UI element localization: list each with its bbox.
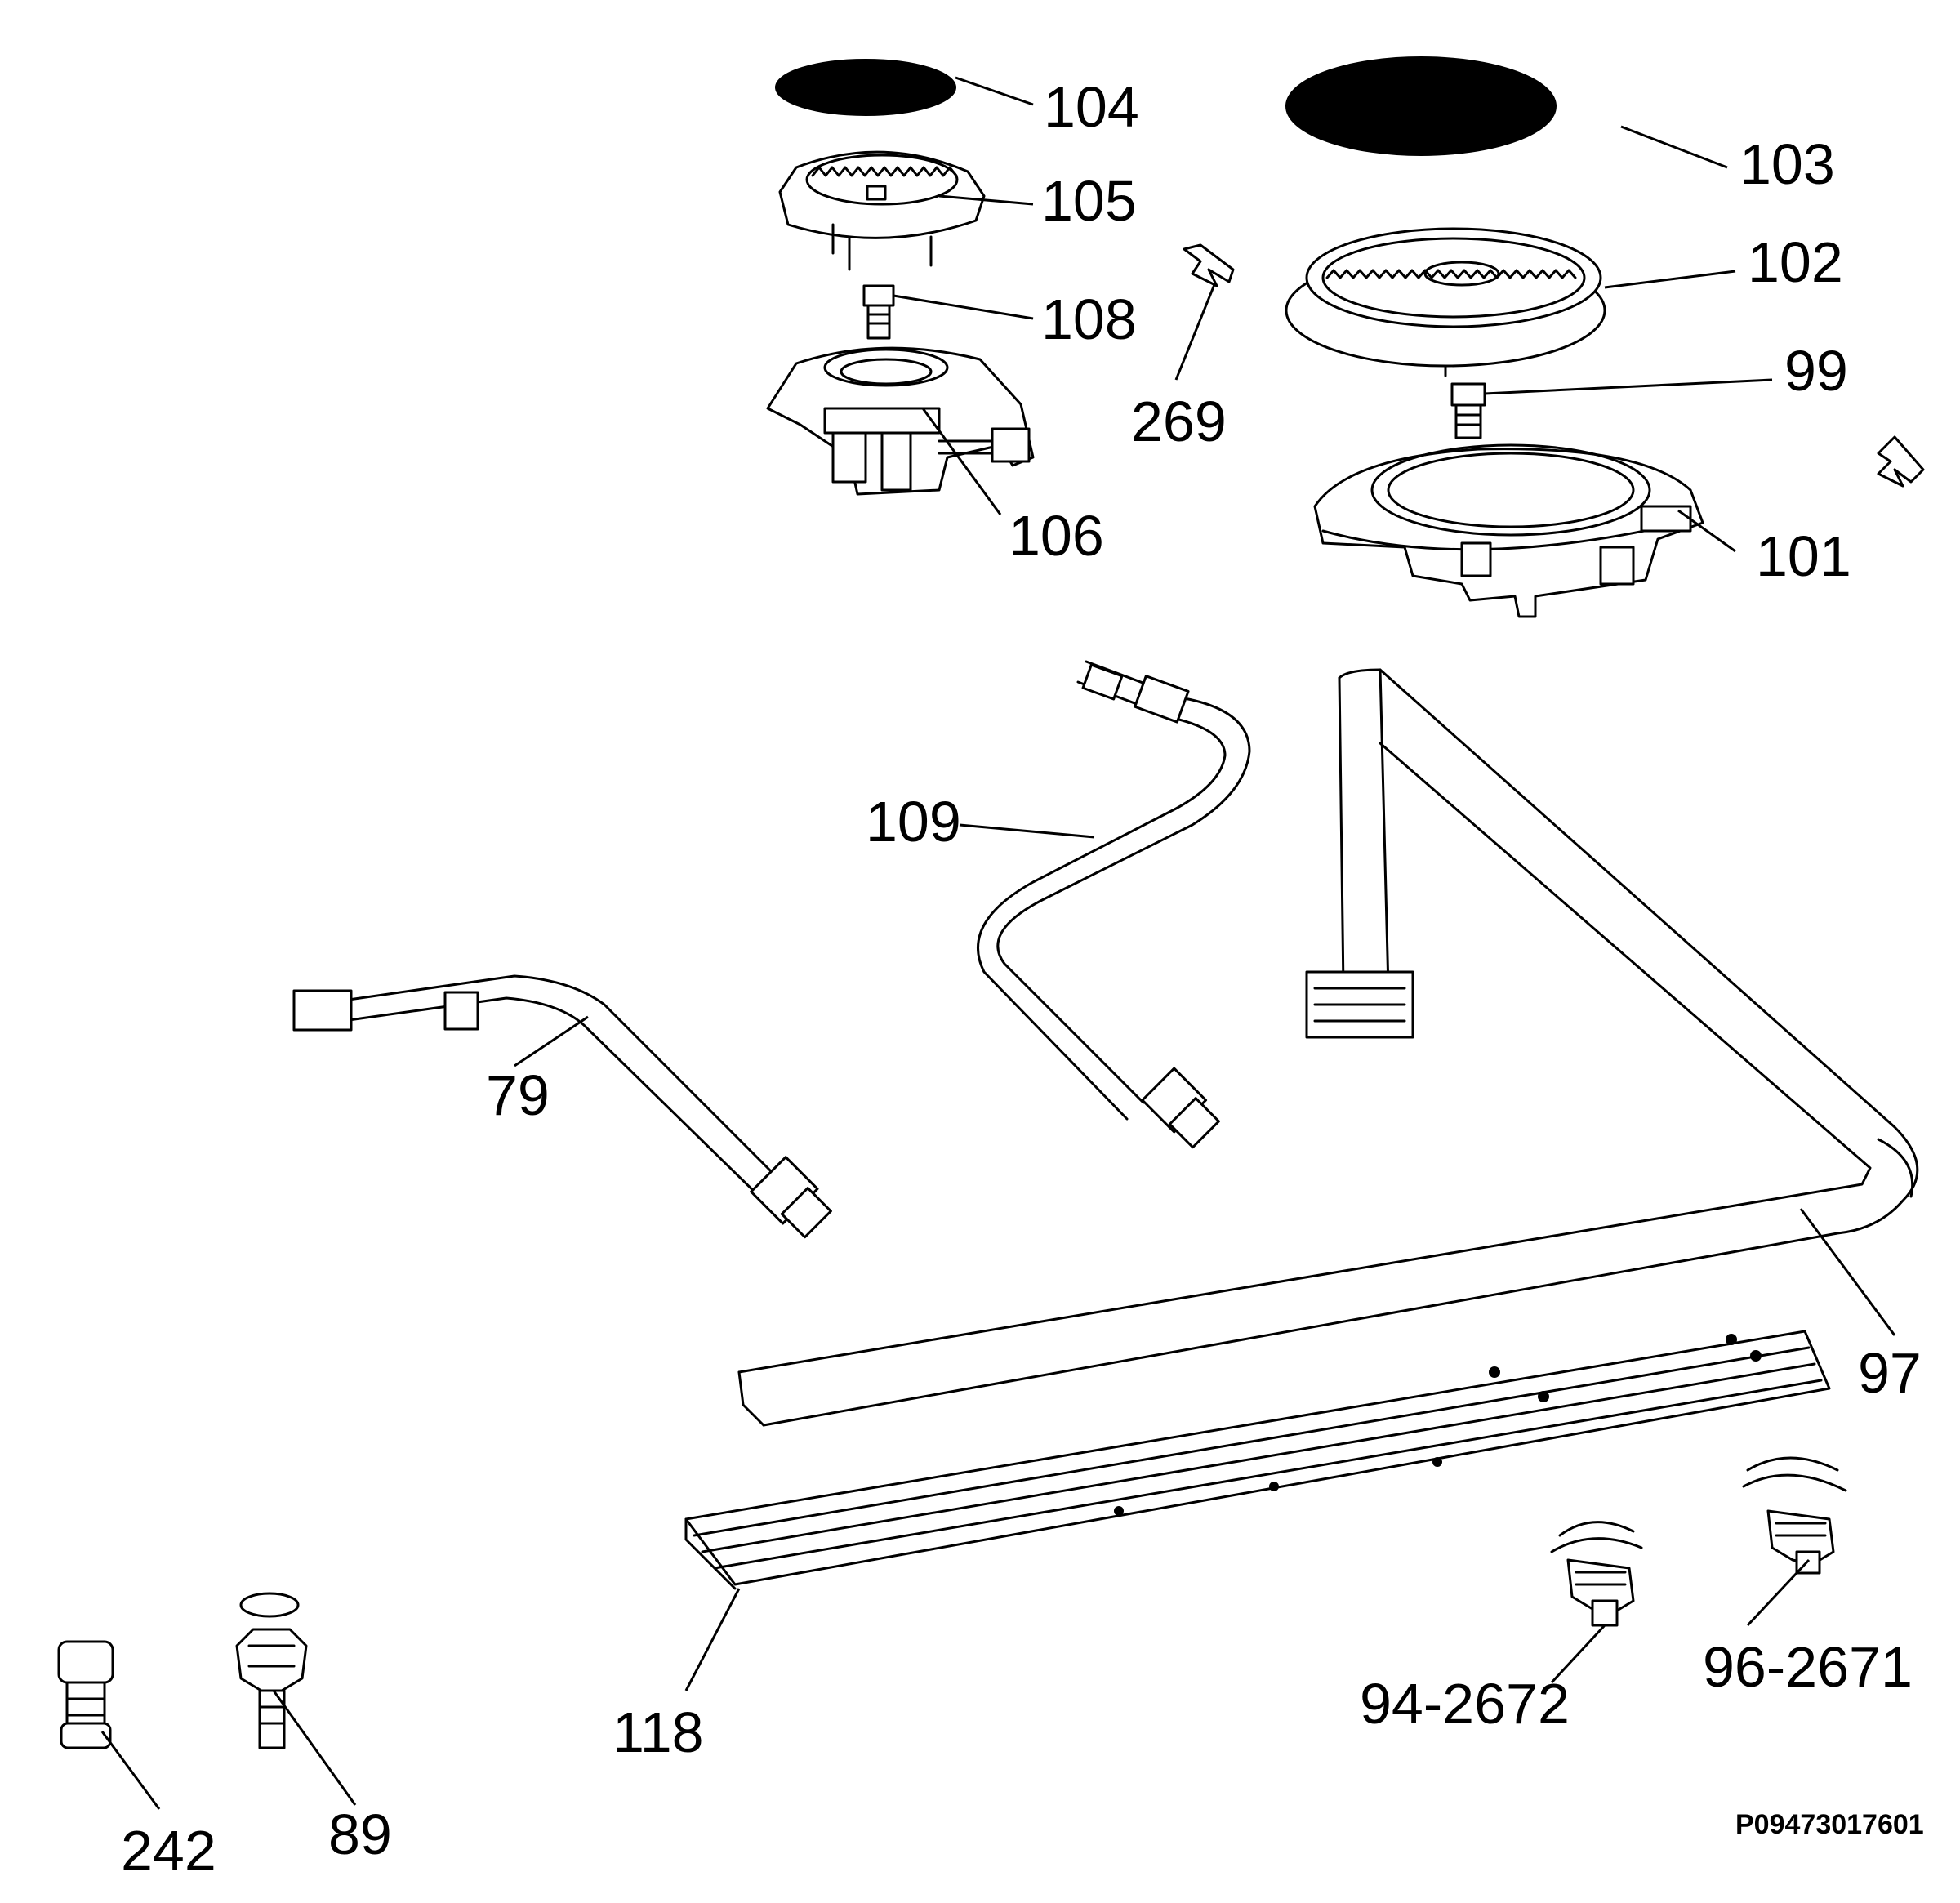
callout-118: 118 [612, 1700, 704, 1764]
part-105-small-flame-spreader[interactable] [778, 150, 986, 271]
part-118-bracket[interactable] [684, 1330, 1831, 1590]
part-242-fitting[interactable] [57, 1640, 114, 1749]
callout-97: 97 [1858, 1341, 1922, 1405]
callout-104: 104 [1044, 75, 1139, 139]
callout-269: 269 [1131, 390, 1227, 453]
part-102-large-flame-spreader[interactable] [1285, 227, 1606, 377]
callout-96-2671: 96-2671 [1703, 1635, 1913, 1699]
callout-94-2672: 94-2672 [1360, 1672, 1570, 1736]
callout-labels: 104 103 105 102 108 99 269 106 101 109 7… [121, 75, 1922, 1883]
part-269-clip[interactable] [1183, 243, 1235, 287]
part-269-clip-right[interactable] [1877, 435, 1925, 488]
part-103-large-burner-cap[interactable] [1285, 56, 1557, 156]
part-97-gas-manifold[interactable] [737, 668, 1919, 1427]
leader-lines [100, 76, 1896, 1810]
callout-106: 106 [1009, 504, 1104, 568]
part-101-large-burner-base[interactable] [1313, 443, 1704, 618]
callout-109: 109 [866, 790, 961, 853]
part-96-2671-tap[interactable] [1742, 1456, 1847, 1575]
callout-108: 108 [1041, 287, 1137, 351]
part-89-fitting[interactable] [235, 1592, 308, 1749]
callout-101: 101 [1756, 524, 1851, 588]
diagram-reference-code: P09473017601 [1735, 1809, 1924, 1840]
part-109-gas-pipe[interactable] [977, 660, 1251, 1149]
part-106-small-burner-base[interactable] [766, 346, 1035, 496]
callout-105: 105 [1041, 169, 1137, 233]
callout-102: 102 [1748, 230, 1843, 294]
part-104-small-burner-cap[interactable] [775, 59, 956, 116]
part-79-gas-pipe[interactable] [292, 974, 832, 1239]
callout-242: 242 [121, 1819, 216, 1883]
part-94-2672-tap[interactable] [1550, 1521, 1643, 1627]
callout-79: 79 [486, 1063, 550, 1127]
callout-99: 99 [1784, 339, 1848, 403]
part-99-large-injector[interactable] [1450, 382, 1486, 439]
callout-103: 103 [1740, 132, 1835, 196]
part-108-small-injector[interactable] [862, 284, 895, 340]
callout-89: 89 [328, 1803, 392, 1866]
